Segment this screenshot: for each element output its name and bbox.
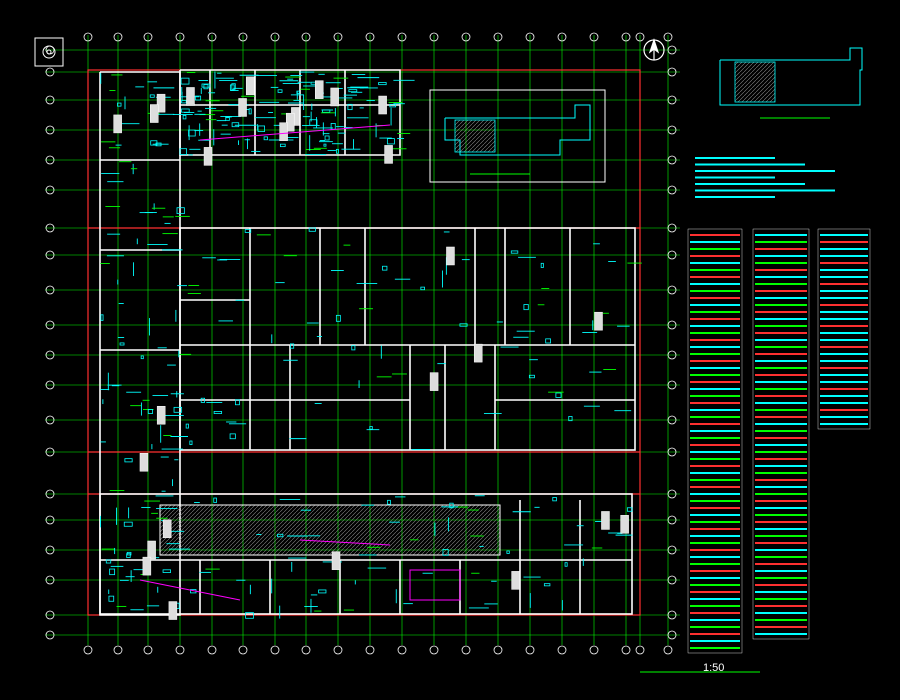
grid-axis-bubbles [45,32,677,655]
key-plan-top-right [719,47,863,119]
magenta-wiring [139,124,461,601]
general-notes [695,157,835,198]
building-walls [99,69,636,616]
drawing-scale: 1:50 [703,662,725,674]
legend-schedules [687,228,871,654]
hatched-corridor [159,504,501,556]
corner-symbol-icon [34,37,64,67]
electrical-annotations [100,71,642,620]
north-arrow-icon [643,38,665,61]
key-plan-center [429,89,606,183]
